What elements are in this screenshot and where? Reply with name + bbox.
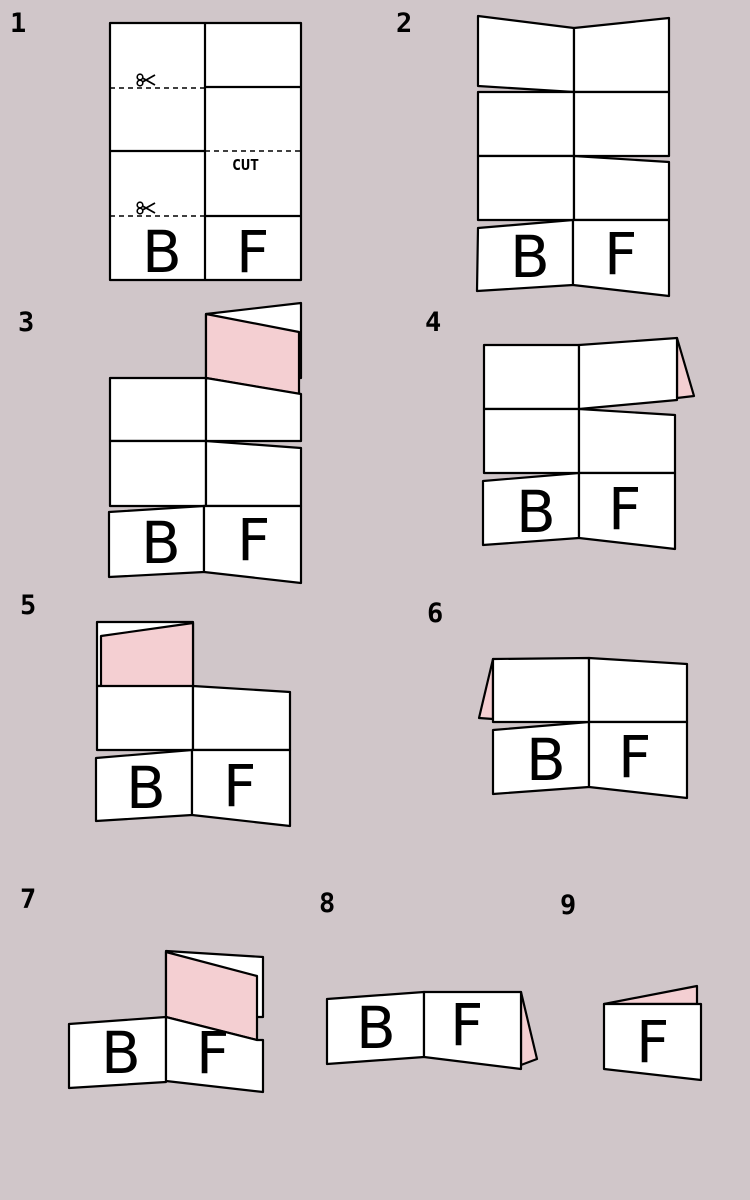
back-page-letter: B — [510, 223, 550, 291]
back-page-letter: B — [126, 754, 166, 822]
step-label: 5 — [20, 590, 36, 621]
front-page-letter: F — [618, 723, 651, 791]
step-label: 2 — [396, 8, 412, 39]
step-label: 8 — [319, 888, 335, 919]
step-label: 6 — [427, 598, 443, 629]
cut-label: CUT — [232, 156, 259, 174]
step-label: 3 — [18, 307, 34, 338]
step-label: 9 — [560, 890, 576, 921]
back-page-letter: B — [141, 509, 181, 577]
front-page-letter: F — [236, 218, 269, 286]
back-page-letter: B — [356, 994, 396, 1062]
back-page-letter: B — [526, 726, 566, 794]
step-1-sheet — [108, 21, 303, 282]
back-page-letter: B — [101, 1019, 141, 1087]
step-9-fold — [602, 984, 703, 1082]
back-page-letter: B — [142, 218, 182, 286]
front-page-letter: F — [450, 991, 483, 1059]
step-8-fold — [325, 990, 539, 1071]
front-page-letter: F — [237, 506, 270, 574]
step-label: 4 — [425, 307, 441, 338]
front-page-letter: F — [223, 752, 256, 820]
step-label: 7 — [20, 884, 36, 915]
step-2-accordion — [475, 14, 671, 298]
step-3-fold — [107, 301, 303, 585]
step-6-fold — [477, 656, 689, 800]
front-page-letter: F — [196, 1019, 229, 1087]
step-5-fold — [94, 620, 292, 828]
back-page-letter: B — [516, 478, 556, 546]
front-page-letter: F — [608, 475, 641, 543]
step-4-fold — [481, 336, 696, 551]
front-page-letter: F — [636, 1008, 669, 1076]
step-7-fold — [67, 949, 265, 1094]
front-page-letter: F — [604, 220, 637, 288]
step-label: 1 — [10, 8, 26, 39]
